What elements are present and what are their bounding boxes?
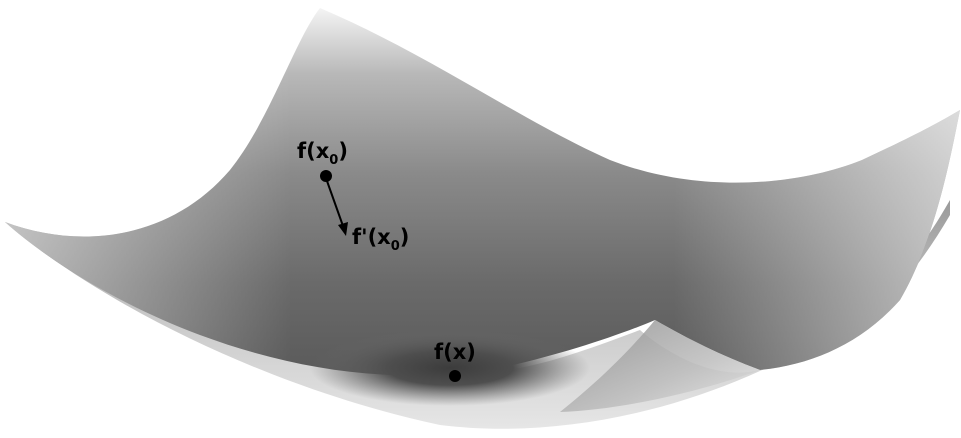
derivative-label-main: f'(x (352, 225, 391, 249)
derivative-label-subscript: 0 (391, 239, 400, 254)
start-point-label-main: f(x (297, 139, 330, 163)
minimum-marker (449, 370, 461, 382)
minimum-label: f(x) (434, 340, 476, 364)
start-point-marker (320, 170, 332, 182)
derivative-label-close: ) (400, 225, 410, 249)
start-point-label-close: ) (338, 139, 348, 163)
start-point-label-subscript: 0 (329, 153, 338, 168)
surface-side-highlight (5, 8, 960, 375)
